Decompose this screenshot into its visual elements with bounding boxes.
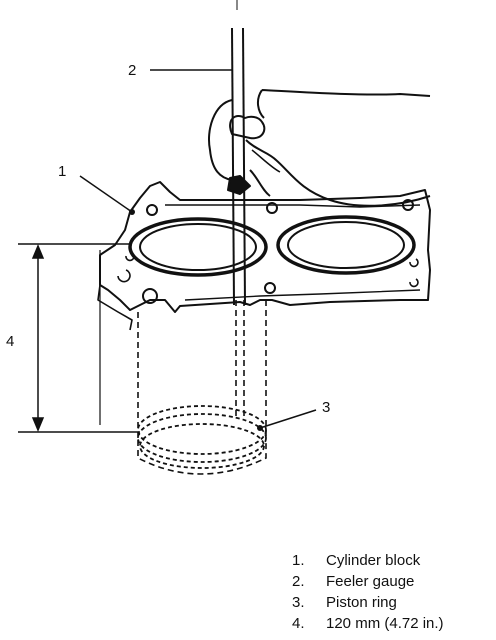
hand xyxy=(208,89,431,207)
legend-item: 2. Feeler gauge xyxy=(292,571,444,592)
legend-number: 4. xyxy=(292,615,305,632)
callout-1: 1 xyxy=(58,163,66,180)
leader-dot-1 xyxy=(129,209,135,215)
legend-item: 3. Piston ring xyxy=(292,592,444,613)
cylinder-bore-2 xyxy=(276,215,416,275)
legend-number: 1. xyxy=(292,552,305,569)
legend-label: Feeler gauge xyxy=(326,573,415,590)
legend-number: 3. xyxy=(292,594,305,611)
callout-2: 2 xyxy=(128,62,136,79)
dimension-4 xyxy=(18,243,140,433)
leader-dot-3 xyxy=(257,425,263,431)
legend-item: 4. 120 mm (4.72 in.) xyxy=(292,613,444,634)
piston-ring xyxy=(137,405,267,469)
callout-3: 3 xyxy=(322,399,330,416)
feeler-gauge xyxy=(231,0,246,306)
cylinder-below-dashed xyxy=(137,300,267,475)
callout-4: 4 xyxy=(6,333,14,350)
legend-label: Cylinder block xyxy=(326,552,421,569)
cylinder-bore-1 xyxy=(128,217,268,277)
legend-number: 2. xyxy=(292,573,305,590)
legend-label: Piston ring xyxy=(326,594,397,611)
legend-label: 120 mm (4.72 in.) xyxy=(326,615,444,632)
legend: 1. Cylinder block 2. Feeler gauge 3. Pis… xyxy=(292,550,444,634)
legend-item: 1. Cylinder block xyxy=(292,550,444,571)
leader-lines xyxy=(79,69,317,429)
